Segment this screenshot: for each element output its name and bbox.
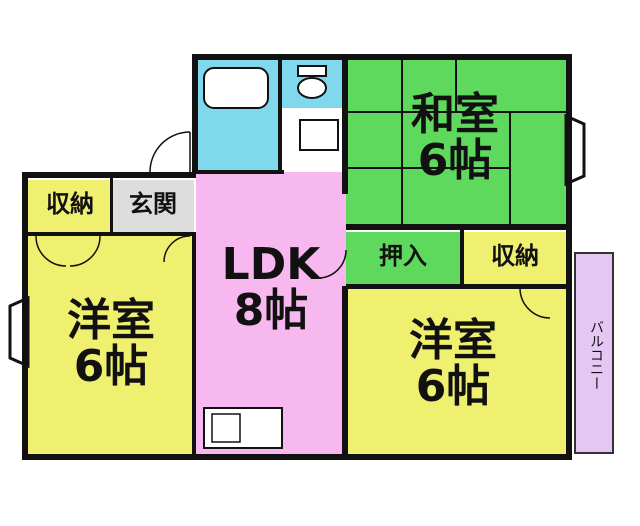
wall-bath-right: [278, 60, 282, 172]
youshitsu-right-size: 6帖: [415, 361, 491, 413]
ldk-size: 8帖: [233, 285, 309, 337]
balcony-label: バルコニー: [588, 320, 604, 390]
wall-youshitsu-left-top: [28, 232, 194, 236]
storage-left-label: 収納: [46, 190, 94, 218]
wall-top-left: [22, 172, 196, 178]
wall-bottom: [22, 454, 570, 460]
balcony: [574, 252, 614, 454]
wall-ldk-left-lower: [192, 232, 196, 454]
youshitsu-right-name: 洋室: [409, 315, 497, 366]
youshitsu-left-size: 6帖: [73, 341, 149, 393]
washitsu-label: 和室 6帖: [380, 89, 530, 187]
storage-right: [464, 232, 566, 284]
wall-youshitsu-right-top: [346, 284, 566, 289]
wall-right: [566, 54, 572, 460]
storage-left: [28, 180, 110, 232]
wall-ldk-left: [192, 54, 198, 174]
storage-right-label: 収納: [491, 242, 539, 270]
ldk-label: LDK 8帖: [196, 239, 346, 337]
youshitsu-left-label: 洋室 6帖: [36, 295, 186, 393]
oshiire: [346, 232, 460, 284]
wall-storage-mid: [460, 230, 464, 286]
entrance-label: 玄関: [129, 190, 177, 218]
room-youshitsu-right: [346, 288, 566, 454]
washitsu-size: 6帖: [417, 135, 493, 187]
ldk-name: LDK: [221, 239, 321, 290]
washitsu-name: 和室: [411, 89, 499, 140]
wall-washitsu-bottom: [346, 224, 566, 230]
oshiire-label: 押入: [379, 242, 427, 270]
youshitsu-right-label: 洋室 6帖: [378, 315, 528, 413]
room-youshitsu-left: [28, 236, 192, 454]
youshitsu-left-name: 洋室: [67, 295, 155, 346]
wall-storage-left: [110, 178, 113, 234]
entrance: [112, 180, 194, 232]
wall-top: [192, 54, 570, 60]
wall-left: [22, 172, 28, 460]
wall-ldk-right-lower: [342, 286, 348, 454]
wall-ldk-right: [342, 54, 348, 194]
wall-wet-bottom: [196, 170, 284, 174]
